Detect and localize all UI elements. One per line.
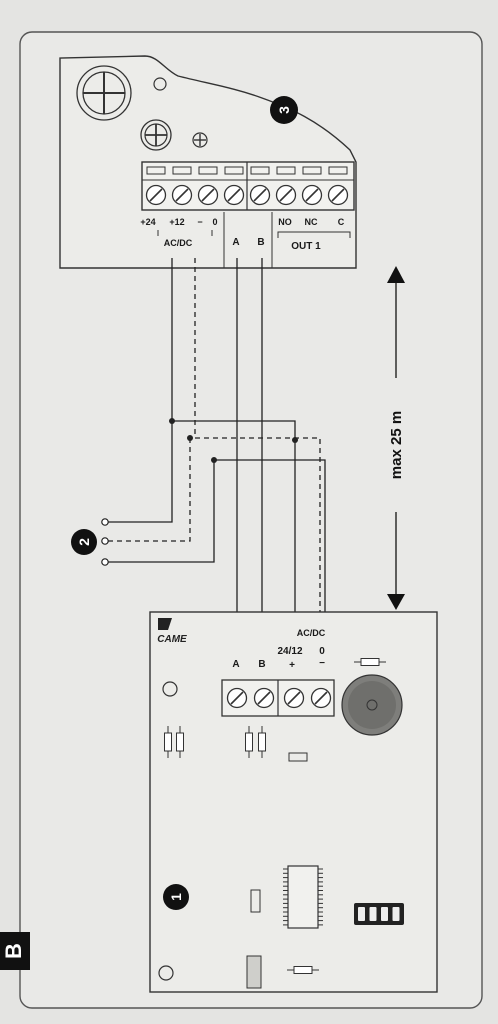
- small-component: [288, 752, 308, 762]
- receiver-outline: [149, 611, 438, 993]
- terminal-screw-slot: [175, 188, 189, 202]
- terminal-slot: [250, 166, 270, 175]
- terminal-slot: [198, 166, 218, 175]
- resistor-icon: [245, 732, 253, 752]
- receiver-label-supply: 24/12: [277, 646, 302, 657]
- resistor-icon: [293, 966, 313, 974]
- resistor-icon: [164, 732, 172, 752]
- junction-dot: [187, 435, 193, 441]
- wire-zero-solid: [214, 459, 326, 612]
- terminal-slot: [172, 166, 192, 175]
- terminal-slot: [302, 166, 322, 175]
- mounting-screw-icon: [76, 65, 132, 121]
- receiver-brand: CAME: [157, 634, 187, 645]
- junction-dot: [169, 418, 175, 424]
- terminal-screw-slot: [230, 691, 244, 705]
- hole-icon: [153, 77, 167, 91]
- module-label-no: NO: [278, 217, 292, 227]
- acdc-bracket: [157, 230, 213, 236]
- terminal-screw-slot: [257, 691, 271, 705]
- terminal-screw-slot: [201, 188, 215, 202]
- control-module: 3 +24 +12 − 0 AC/DC A B NO NC C OUT 1: [59, 55, 357, 269]
- module-label-nc: NC: [305, 217, 318, 227]
- terminal-screw-slot: [253, 188, 267, 202]
- chip-icon: [283, 865, 323, 929]
- terminal-slot: [146, 166, 166, 175]
- module-label-b: B: [257, 237, 264, 248]
- terminal-screw-slot: [287, 691, 301, 705]
- psu-terminal: [101, 537, 109, 545]
- module-label-c: C: [338, 217, 345, 227]
- distance-label: max 25 m: [388, 411, 405, 479]
- wire-plus24: [171, 258, 296, 612]
- callout-2-text: 2: [76, 538, 92, 546]
- arrow-up-icon: [387, 266, 405, 283]
- terminal-slot: [328, 166, 348, 175]
- receiver-label-minus: −: [319, 658, 325, 669]
- callout-3-badge: [270, 96, 298, 124]
- distance-indicator: max 25 m: [387, 266, 405, 610]
- wiring: [108, 258, 326, 612]
- psu-wire-1: [108, 421, 173, 523]
- module-terminal-block: [141, 161, 355, 211]
- section-letter: B: [1, 943, 26, 959]
- screw-icon: [140, 119, 172, 151]
- module-label-zero: 0: [212, 217, 217, 227]
- dip-switch-lever: [369, 907, 377, 921]
- terminal-slot: [224, 166, 244, 175]
- terminal-screw-slot: [279, 188, 293, 202]
- callout-3-text: 3: [276, 106, 292, 114]
- terminal-screw-slot: [331, 188, 345, 202]
- resistor-icon: [258, 732, 266, 752]
- module-label-plus24: +24: [140, 217, 155, 227]
- receiver-label-b: B: [258, 659, 265, 670]
- callout-2-badge: [71, 529, 97, 555]
- terminal-screw-slot: [227, 188, 241, 202]
- receiver-label-zero: 0: [319, 646, 325, 657]
- receiver-label-plus: +: [289, 660, 295, 671]
- terminal-slot: [276, 166, 296, 175]
- terminal-screw-slot: [149, 188, 163, 202]
- section-tab: [0, 932, 30, 970]
- module-label-minus: −: [197, 217, 202, 227]
- module-label-acdc: AC/DC: [164, 238, 193, 248]
- callout-1-text: 1: [168, 893, 184, 901]
- module-label-a: A: [232, 237, 239, 248]
- wire-zero: [194, 258, 321, 612]
- small-component: [250, 889, 261, 913]
- board-hole: [158, 965, 174, 981]
- connector: [246, 955, 262, 989]
- terminal-screw-slot: [314, 691, 328, 705]
- psu-wire-3: [108, 460, 215, 563]
- buzzer-icon: [341, 674, 403, 736]
- receiver-label-acdc: AC/DC: [297, 628, 326, 638]
- junction-dot: [211, 457, 217, 463]
- terminal-screw-slot: [305, 188, 319, 202]
- resistor-icon: [360, 658, 380, 666]
- small-screw-icon: [192, 132, 208, 148]
- dip-switch-lever: [392, 907, 400, 921]
- board-hole: [162, 681, 178, 697]
- callout-1-badge: [163, 884, 189, 910]
- junction-dot: [292, 437, 298, 443]
- came-logo-icon: [158, 618, 172, 630]
- psu-terminal: [101, 518, 109, 526]
- resistor-icon: [176, 732, 184, 752]
- psu-terminal: [101, 558, 109, 566]
- dip-switch-icon: [354, 903, 404, 925]
- arrow-down-icon: [387, 594, 405, 610]
- module-label-out1: OUT 1: [291, 241, 321, 252]
- dip-switch-lever: [381, 907, 388, 921]
- dip-switch-lever: [358, 907, 365, 921]
- module-label-plus12: +12: [169, 217, 184, 227]
- out1-bracket: [277, 231, 351, 238]
- receiver-label-a: A: [232, 659, 239, 670]
- psu-wire-2: [108, 438, 191, 542]
- receiver-board: CAME AC/DC 24/12 0 + − A B: [149, 611, 438, 993]
